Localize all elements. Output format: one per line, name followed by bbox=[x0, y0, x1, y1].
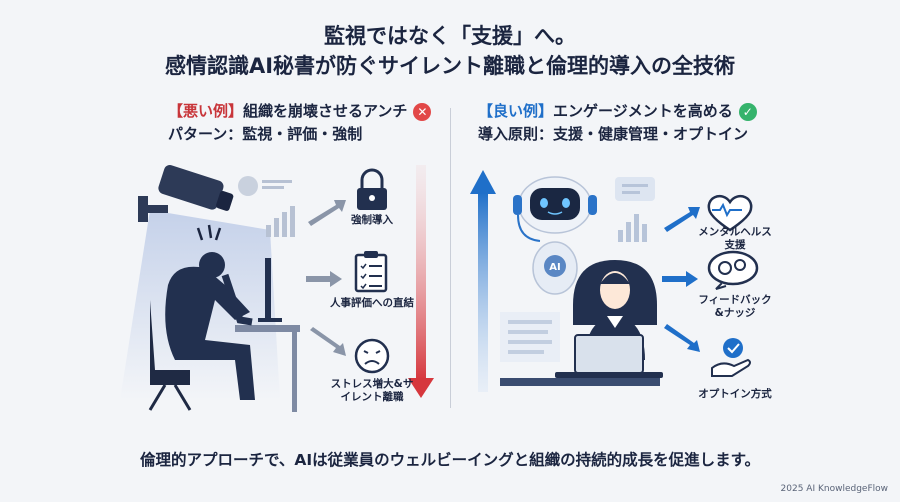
bad-heading-line2: パターン：監視・評価・強制 bbox=[168, 125, 363, 143]
gear-bubble-icon bbox=[707, 250, 759, 290]
decline-arrow bbox=[408, 165, 434, 398]
footer-message: 倫理的アプローチで、AIは従業員のウェルビーイングと組織の持続的成長を促進します… bbox=[139, 451, 761, 469]
bad-example-tag: 【悪い例】 bbox=[168, 102, 244, 120]
good-item-label-0: メンタルヘルス支援 bbox=[698, 226, 772, 251]
faint-chart-icon bbox=[238, 176, 295, 237]
good-flow-arrows bbox=[662, 207, 700, 352]
page-title-line2: 感情認識AI秘書が防ぐサイレント離職と倫理的導入の全技術 bbox=[164, 54, 736, 78]
frown-face-icon bbox=[354, 338, 390, 374]
center-divider bbox=[450, 108, 451, 408]
good-item-label-2: オプトイン方式 bbox=[698, 388, 772, 400]
cross-icon: ✕ bbox=[413, 102, 432, 121]
faint-chat-chart-icon bbox=[615, 177, 655, 242]
bad-item-label-0: 強制導入 bbox=[351, 214, 393, 226]
stressed-worker-figure bbox=[148, 252, 300, 412]
good-item-label-1: フィードバック&ナッジ bbox=[698, 294, 772, 319]
lock-icon bbox=[357, 168, 387, 210]
good-example-heading: 【良い例】エンゲージメントを高める ✓ 導入原則：支援・健康管理・オプトイン bbox=[478, 100, 757, 146]
clipboard-icon bbox=[354, 251, 388, 293]
growth-arrow bbox=[470, 170, 496, 392]
bad-heading-rest: 組織を崩壊させるアンチ bbox=[243, 102, 408, 120]
robot-ai-badge: AI bbox=[549, 262, 560, 273]
hand-check-icon bbox=[711, 338, 751, 377]
faint-list-icon bbox=[500, 312, 560, 362]
good-heading-line2: 導入原則：支援・健康管理・オプトイン bbox=[478, 125, 749, 143]
check-icon: ✓ bbox=[738, 102, 757, 121]
heart-pulse-icon bbox=[707, 194, 753, 232]
bad-flow-arrows bbox=[306, 200, 346, 356]
copyright-text: 2025 AI KnowledgeFlow bbox=[780, 484, 888, 494]
bad-example-heading: 【悪い例】組織を崩壊させるアンチ ✕ パターン：監視・評価・強制 bbox=[168, 100, 432, 146]
ai-robot-assistant: AI bbox=[513, 176, 597, 295]
page-title-line1: 監視ではなく「支援」へ。 bbox=[324, 24, 576, 48]
bad-item-label-1: 人事評価への直結 bbox=[330, 297, 414, 309]
laptop-icon bbox=[500, 334, 663, 386]
stress-lines-icon bbox=[196, 224, 222, 241]
bad-item-label-2: ストレス増大&サイレント離職 bbox=[330, 378, 414, 403]
good-heading-rest: エンゲージメントを高める bbox=[553, 102, 733, 120]
good-example-tag: 【良い例】 bbox=[478, 102, 554, 120]
